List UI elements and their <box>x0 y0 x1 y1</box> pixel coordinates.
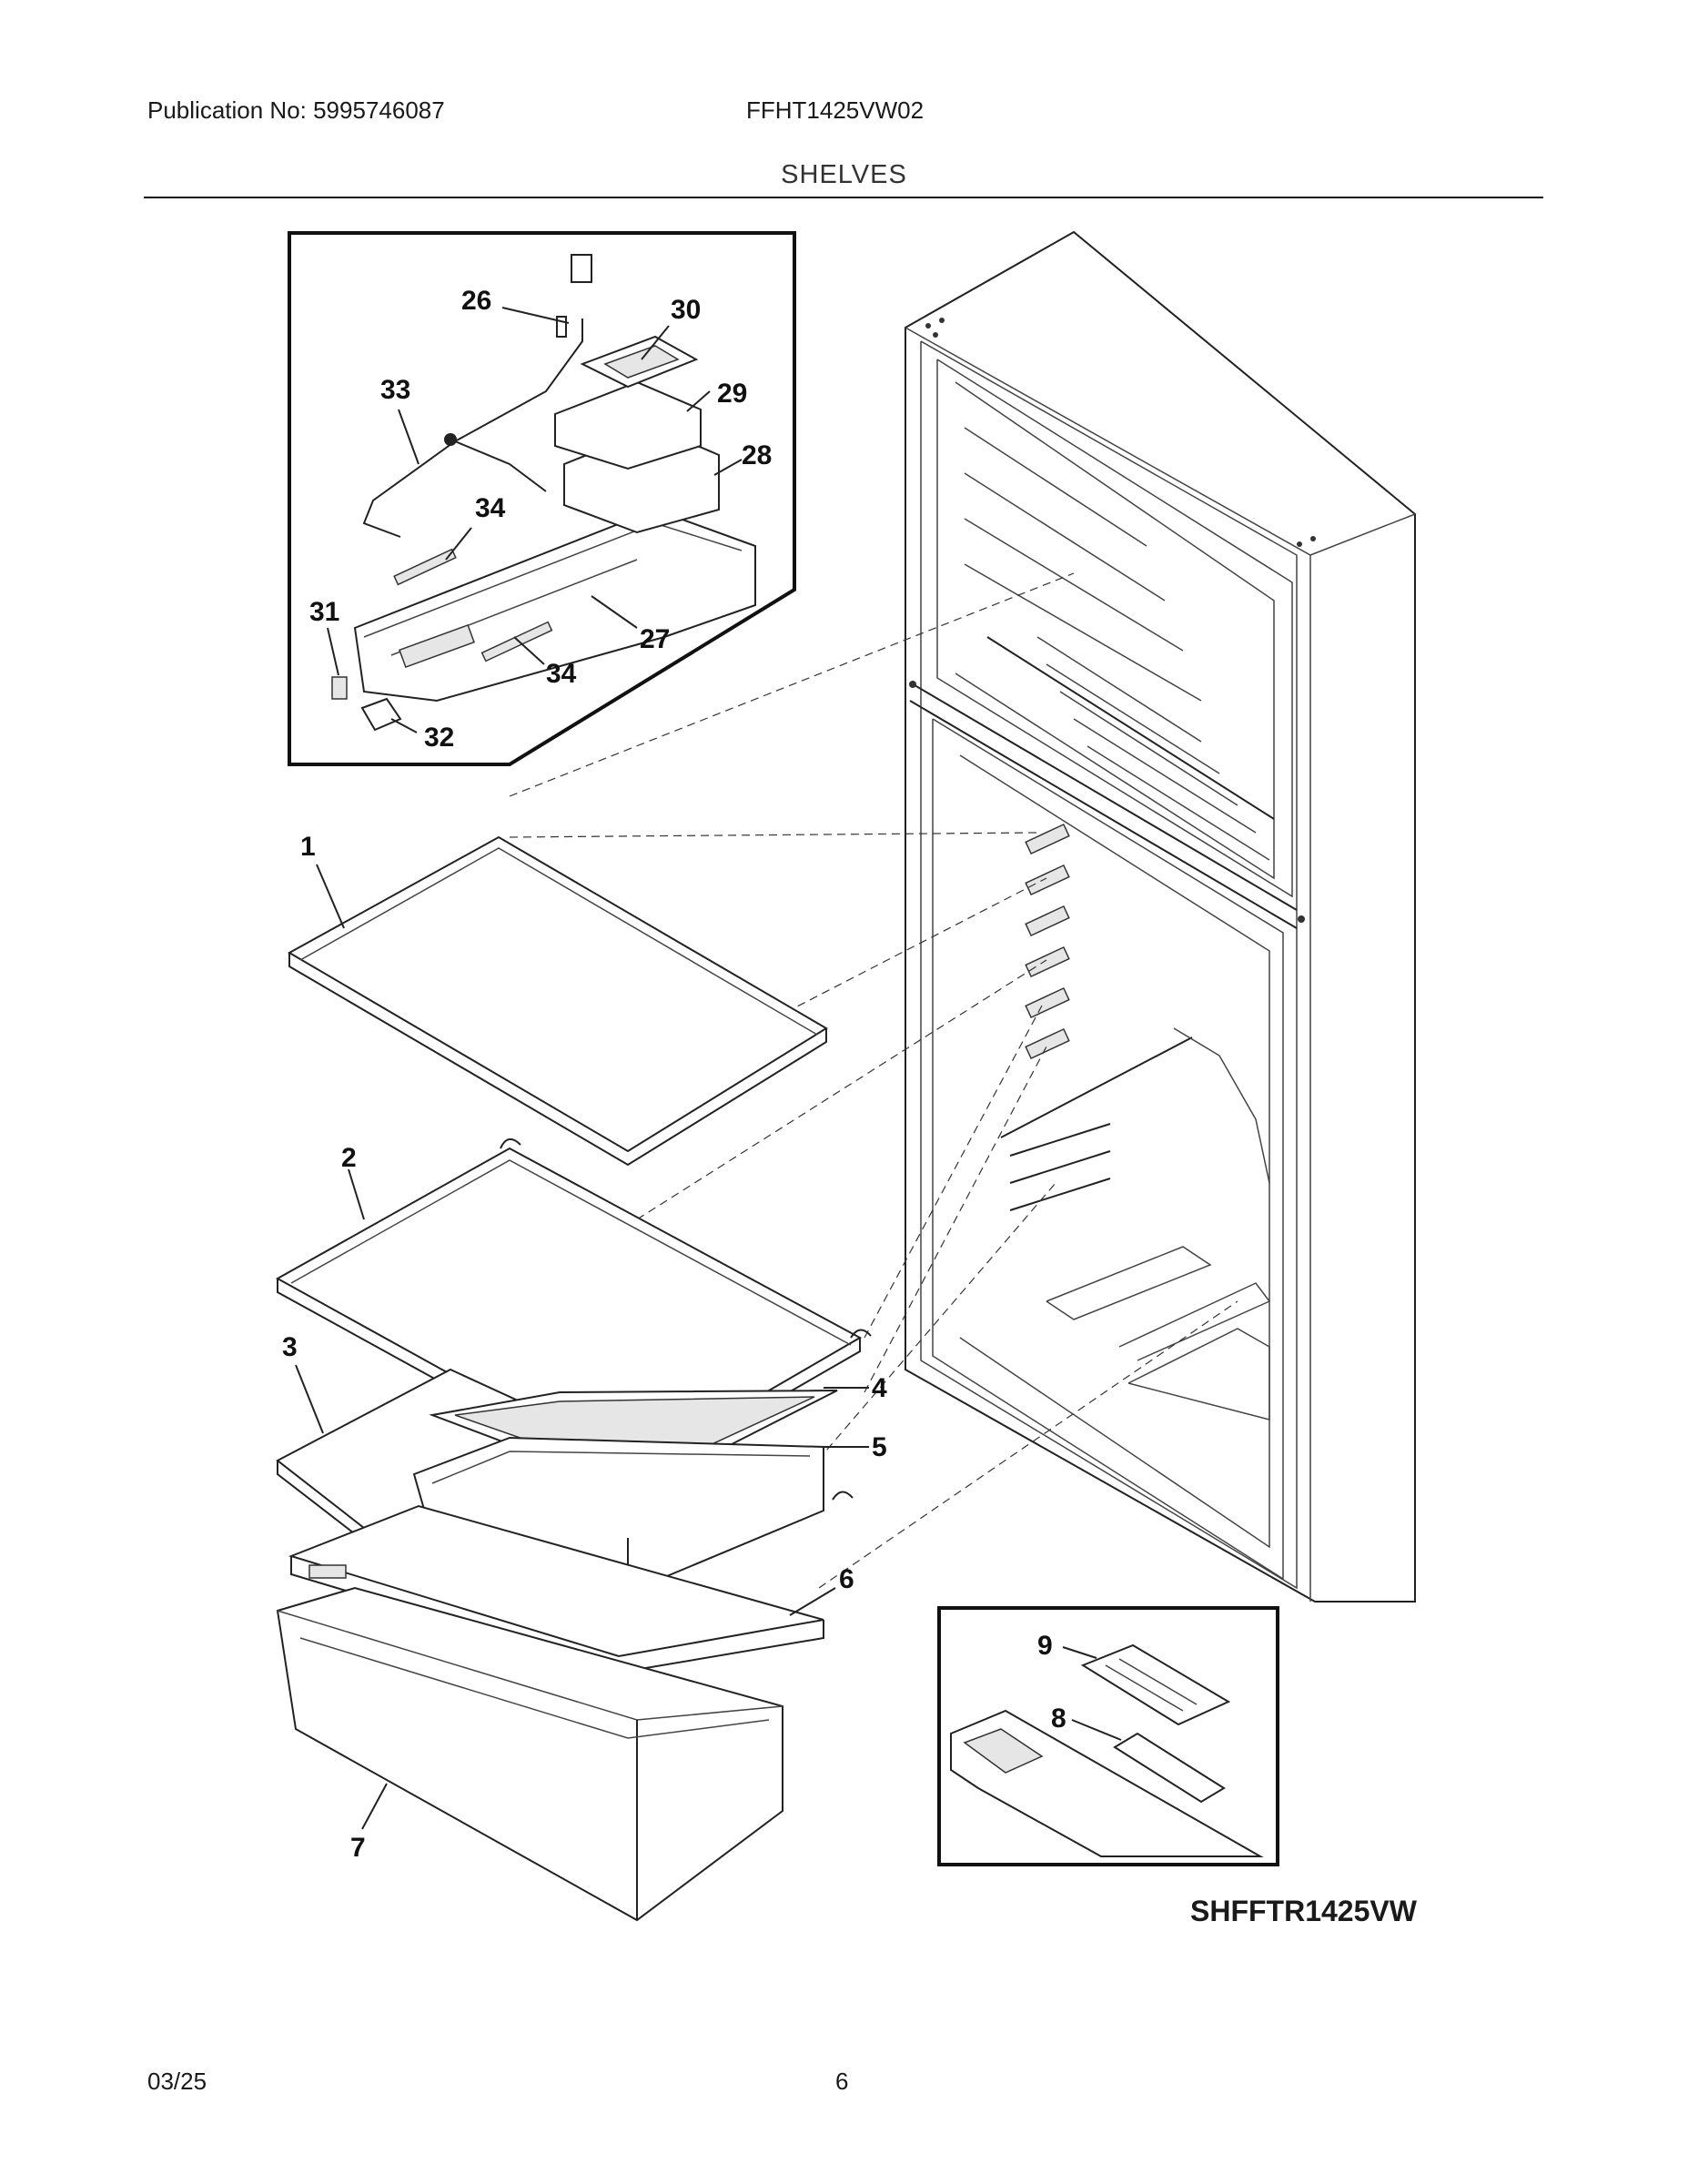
header-rule <box>144 197 1543 198</box>
callout-1: 1 <box>300 832 316 862</box>
callout-6: 6 <box>839 1564 854 1594</box>
shelf-1 <box>287 835 828 1167</box>
crisper-drawer-7 <box>276 1586 783 1922</box>
callout-29: 29 <box>717 379 747 409</box>
callout-3: 3 <box>282 1332 298 1362</box>
control-panel-inset <box>937 1606 1279 1866</box>
callout-8: 8 <box>1051 1704 1066 1734</box>
callout-34-upper: 34 <box>475 493 506 523</box>
callout-32: 32 <box>424 723 454 753</box>
callout-2: 2 <box>341 1143 357 1173</box>
footer-date: 03/25 <box>147 2068 207 2095</box>
assembly-code: SHFFTR1425VW <box>1190 1895 1417 1927</box>
crisper-cover-6 <box>288 1504 836 1674</box>
refrigerator-cabinet <box>905 230 1416 1603</box>
page-number: 6 <box>835 2068 849 2095</box>
control-housing-inset <box>288 231 796 766</box>
callout-26: 26 <box>461 286 491 316</box>
callout-34-lower: 34 <box>546 659 577 689</box>
callout-30: 30 <box>671 295 701 325</box>
callout-9: 9 <box>1037 1631 1053 1661</box>
callout-33: 33 <box>380 375 410 405</box>
callout-27: 27 <box>640 624 670 654</box>
callout-28: 28 <box>742 440 772 470</box>
section-title: SHELVES <box>781 160 907 189</box>
callout-4: 4 <box>872 1373 887 1403</box>
model-number: FFHT1425VW02 <box>746 96 925 124</box>
callout-labels: 26 30 29 28 33 34 31 27 34 32 1 2 3 4 5 … <box>282 286 1066 1863</box>
callout-7: 7 <box>350 1833 366 1863</box>
callout-5: 5 <box>872 1432 887 1462</box>
publication-number: Publication No: 5995746087 <box>147 96 445 124</box>
callout-31: 31 <box>309 597 339 627</box>
